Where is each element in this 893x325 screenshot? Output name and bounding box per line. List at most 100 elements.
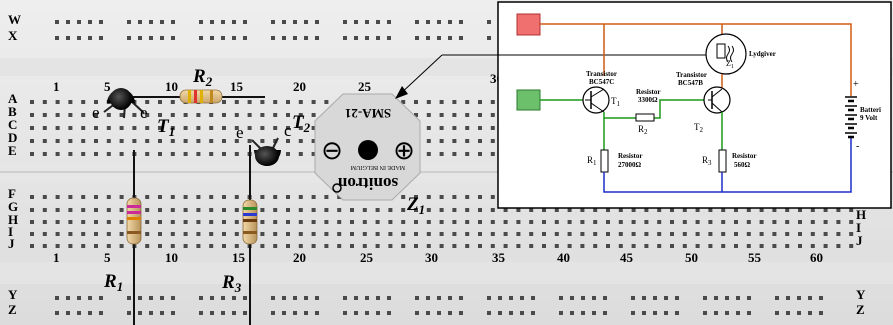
breadboard-hole bbox=[734, 208, 738, 212]
breadboard-hole bbox=[437, 36, 441, 40]
breadboard-hole bbox=[77, 36, 81, 40]
schematic-buzzer-label: Lydgiver bbox=[749, 50, 776, 58]
row-label-y: Y bbox=[8, 287, 18, 302]
breadboard-hole bbox=[849, 244, 854, 248]
breadboard-hole bbox=[55, 244, 60, 248]
breadboard-hole bbox=[273, 195, 278, 199]
buzzer-z1[interactable]: SMA-21 ⊖ ⊕ sonitron MADE IN BELGIUM bbox=[314, 93, 421, 201]
breadboard-hole bbox=[273, 244, 278, 248]
col-number: 10 bbox=[165, 250, 178, 265]
red-terminal-pad[interactable] bbox=[516, 13, 541, 36]
breadboard-hole bbox=[106, 126, 111, 130]
breadboard-hole bbox=[644, 244, 649, 248]
breadboard-hole bbox=[785, 232, 790, 236]
breadboard-hole bbox=[222, 195, 226, 199]
resistor-r1[interactable] bbox=[126, 196, 142, 325]
breadboard-hole bbox=[785, 244, 790, 248]
breadboard-hole bbox=[708, 244, 713, 248]
breadboard-hole bbox=[42, 220, 47, 224]
breadboard-hole bbox=[736, 311, 740, 315]
breadboard-hole bbox=[183, 195, 188, 199]
row-label-j: J bbox=[8, 236, 15, 251]
resistor-r3[interactable] bbox=[242, 198, 258, 325]
breadboard-hole bbox=[388, 208, 393, 212]
breadboard-hole bbox=[746, 220, 751, 224]
breadboard-hole bbox=[426, 139, 431, 143]
breadboard-hole bbox=[158, 195, 162, 199]
breadboard-hole bbox=[55, 152, 60, 156]
breadboard-hole bbox=[127, 296, 131, 300]
breadboard-hole bbox=[196, 220, 201, 224]
row-label-right-z: Z bbox=[856, 302, 865, 317]
breadboard-hole bbox=[350, 220, 354, 224]
col-number: 40 bbox=[557, 250, 570, 265]
breadboard-hole bbox=[221, 296, 225, 300]
breadboard-hole bbox=[401, 208, 406, 212]
breadboard-hole bbox=[465, 208, 470, 212]
breadboard-hole bbox=[714, 296, 718, 300]
breadboard-hole bbox=[94, 100, 98, 104]
breadboard-hole bbox=[210, 296, 214, 300]
breadboard-hole bbox=[567, 244, 572, 248]
breadboard-hole bbox=[68, 139, 73, 143]
breadboard-hole bbox=[171, 36, 175, 40]
breadboard-hole bbox=[785, 220, 790, 224]
breadboard-hole bbox=[836, 208, 841, 212]
breadboard-hole bbox=[836, 220, 841, 224]
breadboard-hole bbox=[221, 311, 225, 315]
breadboard-hole bbox=[531, 311, 535, 315]
breadboard-hole bbox=[670, 244, 674, 248]
schematic-r1-label: R1 bbox=[587, 155, 597, 167]
breadboard-hole bbox=[68, 232, 73, 236]
breadboard-hole bbox=[797, 296, 801, 300]
breadboard-hole bbox=[387, 36, 391, 40]
col-number: 15 bbox=[230, 79, 244, 94]
breadboard-hole bbox=[243, 311, 247, 315]
breadboard-hole bbox=[414, 195, 418, 199]
breadboard-hole bbox=[222, 244, 226, 248]
breadboard-hole bbox=[459, 296, 463, 300]
breadboard-hole bbox=[503, 220, 508, 224]
breadboard-hole bbox=[68, 100, 73, 104]
breadboard-hole bbox=[593, 244, 598, 248]
breadboard-hole bbox=[247, 113, 252, 117]
breadboard-hole bbox=[232, 311, 236, 315]
breadboard-hole bbox=[465, 220, 470, 224]
breadboard-hole bbox=[426, 152, 431, 156]
pin-label-c-t2: c bbox=[284, 121, 292, 140]
row-label-right-i: I bbox=[856, 220, 861, 235]
breadboard-hole bbox=[478, 244, 482, 248]
breadboard-hole bbox=[138, 20, 142, 24]
breadboard-hole bbox=[415, 311, 419, 315]
breadboard-hole bbox=[149, 20, 153, 24]
transistor-t2[interactable] bbox=[251, 137, 281, 166]
breadboard-hole bbox=[158, 232, 162, 236]
breadboard-hole bbox=[759, 220, 764, 224]
breadboard-hole bbox=[509, 311, 513, 315]
breadboard-hole bbox=[593, 208, 598, 212]
resistor-r2[interactable] bbox=[179, 89, 223, 104]
schematic-t1-title: Transistor bbox=[586, 70, 617, 78]
breadboard-hole bbox=[592, 296, 596, 300]
breadboard-hole bbox=[66, 20, 70, 24]
breadboard-hole bbox=[106, 113, 111, 117]
breadboard-hole bbox=[260, 195, 265, 199]
transistor-t1[interactable] bbox=[103, 88, 145, 119]
breadboard-hole bbox=[387, 311, 391, 315]
breadboard-hole bbox=[362, 232, 367, 236]
breadboard-hole bbox=[234, 113, 239, 117]
breadboard-hole bbox=[725, 296, 729, 300]
row-labels-left: W X A B C D E F G H I J Y Z bbox=[8, 12, 21, 317]
breadboard-hole bbox=[158, 220, 162, 224]
breadboard-hole bbox=[170, 220, 175, 224]
breadboard-hole bbox=[158, 113, 162, 117]
breadboard-hole bbox=[478, 126, 482, 130]
schematic-r3-value: 560Ω bbox=[734, 161, 751, 169]
row-label-h: H bbox=[8, 212, 18, 227]
breadboard-hole bbox=[81, 152, 86, 156]
breadboard-hole bbox=[695, 244, 700, 248]
breadboard-hole bbox=[798, 232, 802, 236]
breadboard-hole bbox=[554, 208, 559, 212]
breadboard-hole bbox=[273, 139, 278, 143]
green-terminal-pad[interactable] bbox=[516, 89, 541, 111]
